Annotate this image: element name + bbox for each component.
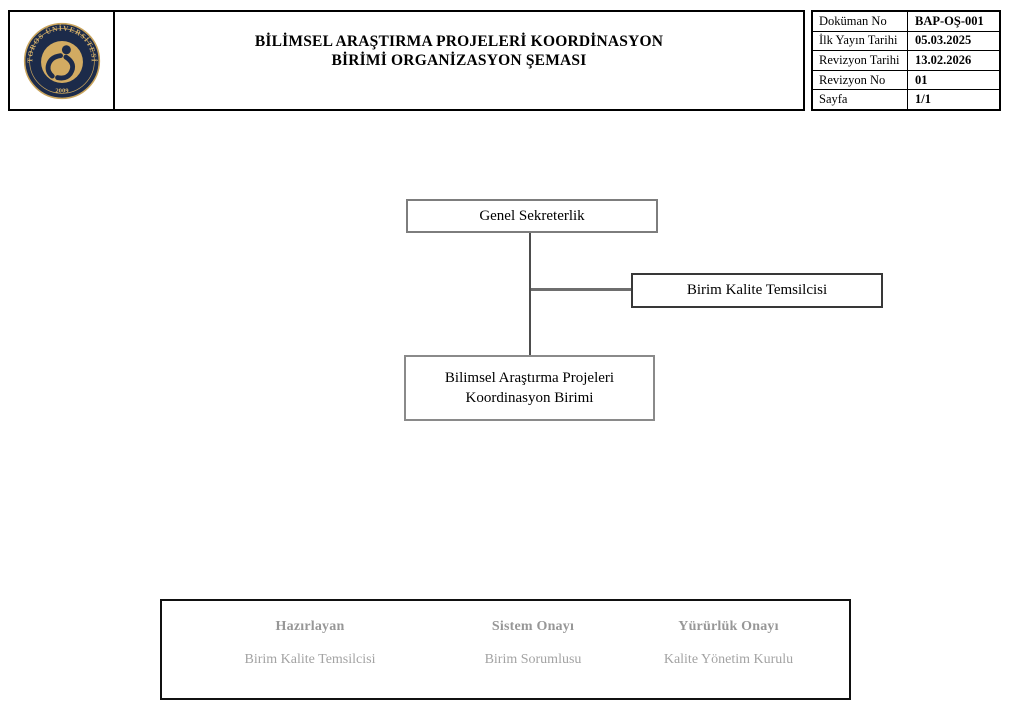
meta-row-revizyon-no: Revizyon No 01 [813,70,999,91]
orgchart-node-bap-koordinasyon-birimi: Bilimsel Araştırma Projeleri Koordinasyo… [404,355,655,421]
document-title: BİLİMSEL ARAŞTIRMA PROJELERİ KOORDİNASYO… [115,12,803,109]
logo-year-text: 2009 [55,87,69,94]
meta-value: 05.03.2025 [915,33,972,48]
footer-col-title: Hazırlayan [275,619,345,634]
footer-col-value: Birim Kalite Temsilcisi [244,652,376,667]
logo-cell: TOROS ÜNİVERSİTESİ 2009 [10,12,115,109]
node-label-line-2: Koordinasyon Birimi [465,390,594,406]
meta-label: Doküman No [813,12,908,31]
meta-row-revizyon-tarihi: Revizyon Tarihi 13.02.2026 [813,51,999,71]
meta-label: Revizyon Tarihi [813,51,908,70]
document-header: TOROS ÜNİVERSİTESİ 2009 BİLİMSEL ARAŞTIR… [8,10,805,111]
footer-col-sistem-onayi: Sistem Onayı Birim Sorumlusu [458,619,608,698]
meta-label: İlk Yayın Tarihi [813,31,908,51]
footer-col-value: Kalite Yönetim Kurulu [663,652,794,667]
title-line-2: BİRİMİ ORGANİZASYON ŞEMASI [331,51,587,69]
orgchart-node-birim-kalite-temsilcisi: Birim Kalite Temsilcisi [631,273,883,308]
document-meta-table: Doküman No BAP-OŞ-001 İlk Yayın Tarihi 0… [811,10,1001,111]
approval-footer-table: Hazırlayan Birim Kalite Temsilcisi Siste… [160,599,851,700]
footer-col-value: Birim Sorumlusu [484,652,582,667]
footer-col-hazirlayan: Hazırlayan Birim Kalite Temsilcisi [162,619,458,698]
orgchart-vertical-connector [529,233,531,355]
footer-col-title: Yürürlük Onayı [678,619,779,634]
node-label: Genel Sekreterlik [479,207,585,224]
meta-value: 13.02.2026 [915,52,972,67]
meta-value: 01 [915,72,928,87]
meta-row-ilk-yayin-tarihi: İlk Yayın Tarihi 05.03.2025 [813,31,999,52]
node-label-line-1: Bilimsel Araştırma Projeleri [444,370,615,386]
node-label: Birim Kalite Temsilcisi [686,282,828,298]
meta-label: Sayfa [813,90,908,109]
meta-label: Revizyon No [813,70,908,90]
university-seal-logo-icon: TOROS ÜNİVERSİTESİ 2009 [23,22,100,99]
meta-row-sayfa: Sayfa 1/1 [813,90,999,109]
orgchart-horizontal-connector [531,288,631,291]
footer-col-yururluk-onayi: Yürürlük Onayı Kalite Yönetim Kurulu [608,619,849,698]
title-line-1: BİLİMSEL ARAŞTIRMA PROJELERİ KOORDİNASYO… [254,33,664,50]
meta-value: BAP-OŞ-001 [915,13,984,28]
meta-value: 1/1 [915,92,931,107]
meta-row-dokuman-no: Doküman No BAP-OŞ-001 [813,12,999,32]
orgchart-node-genel-sekreterlik: Genel Sekreterlik [406,199,658,233]
footer-col-title: Sistem Onayı [491,619,575,634]
